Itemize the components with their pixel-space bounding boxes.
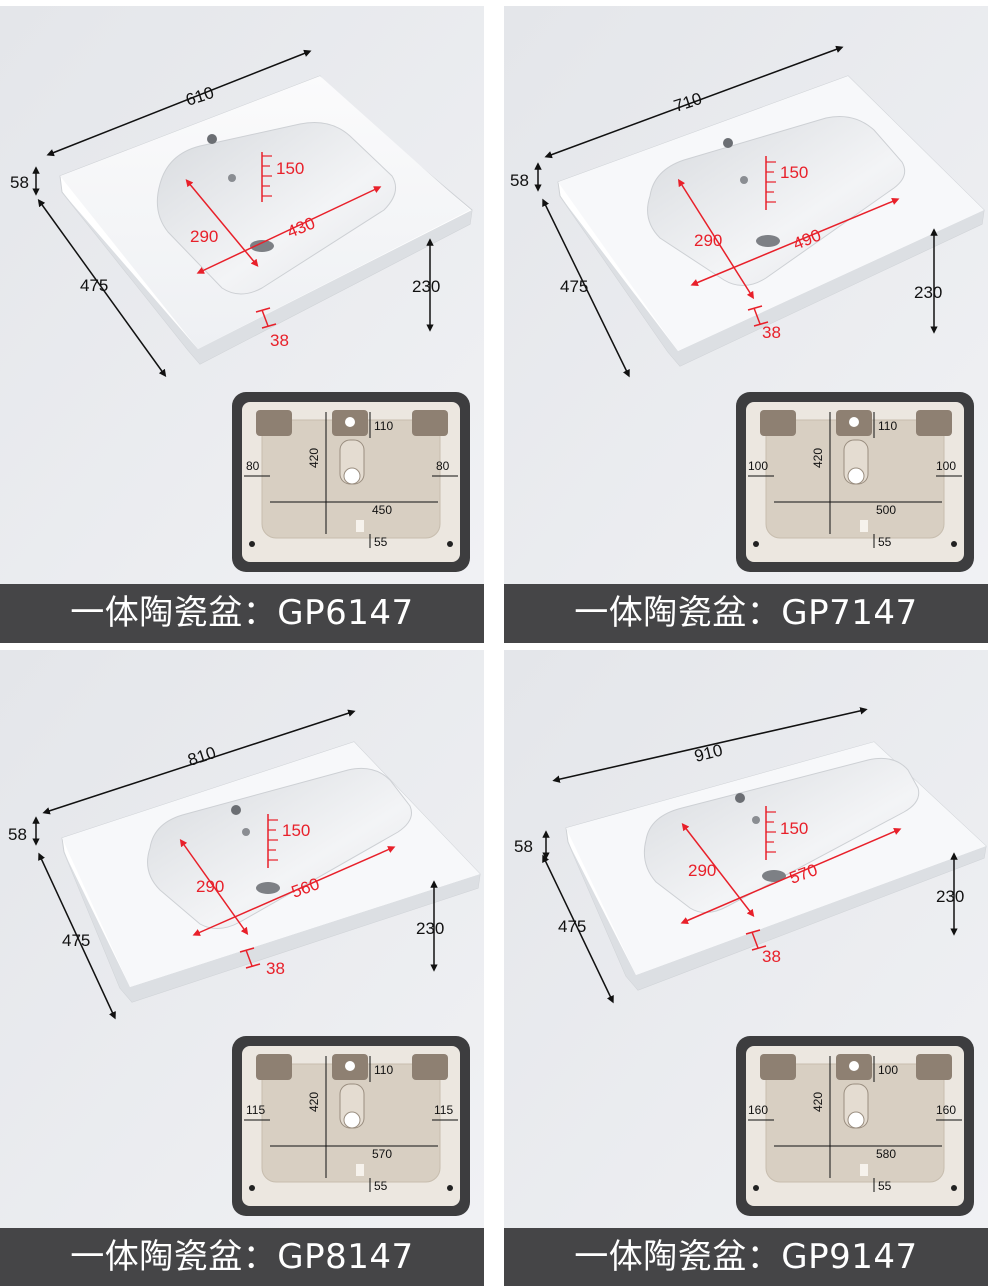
inset-left: 80 [246, 459, 260, 473]
dim-bowl-front: 290 [694, 231, 722, 250]
dim-bowl-front: 290 [196, 877, 224, 896]
dim-bowl-depth: 150 [276, 159, 304, 178]
inset-depth: 420 [307, 1092, 321, 1112]
dim-rim: 38 [266, 959, 285, 978]
basin-drawing: 610 475 58 230 150 290 430 38 [0, 6, 484, 584]
underside-view: 100 160 160 420 580 55 [736, 1036, 974, 1216]
inset-right: 160 [936, 1103, 956, 1117]
dim-bowl-depth: 150 [780, 819, 808, 838]
product-image: 610 475 58 230 150 290 430 38 [0, 6, 484, 584]
underside-view: 110 100 100 420 500 55 [736, 392, 974, 572]
inset-left: 160 [748, 1103, 768, 1117]
inset-width: 450 [372, 503, 392, 517]
dim-depth: 475 [62, 931, 90, 950]
inset-bottom: 55 [878, 1179, 892, 1193]
dim-bowl-depth: 150 [780, 163, 808, 182]
dim-rim: 38 [762, 947, 781, 966]
dim-thickness: 58 [514, 837, 533, 856]
dim-height: 230 [416, 919, 444, 938]
dim-thickness: 58 [8, 825, 27, 844]
inset-top: 110 [374, 1063, 393, 1077]
product-caption: 一体陶瓷盆：GP9147 [504, 1228, 988, 1286]
product-caption: 一体陶瓷盆：GP7147 [504, 584, 988, 643]
product-panel-gp7147: 710 475 58 230 150 290 490 38 [504, 6, 988, 643]
dim-depth: 475 [80, 276, 108, 295]
underside-view: 110 115 115 420 570 55 [232, 1036, 470, 1216]
inset-width: 500 [876, 503, 896, 517]
dim-depth: 475 [560, 277, 588, 296]
product-panel-gp9147: 910 475 58 230 150 290 570 38 [504, 650, 988, 1286]
inset-bottom: 55 [878, 535, 892, 549]
inset-bottom: 55 [374, 535, 388, 549]
inset-bottom: 55 [374, 1179, 388, 1193]
inset-depth: 420 [307, 448, 321, 468]
dim-bowl-depth: 150 [282, 821, 310, 840]
dim-depth: 475 [558, 917, 586, 936]
dim-height: 230 [412, 277, 440, 296]
dim-rim: 38 [270, 331, 289, 350]
dim-height: 230 [914, 283, 942, 302]
product-image: 810 475 58 230 150 290 560 38 [0, 650, 484, 1228]
inset-right: 100 [936, 459, 956, 473]
dim-thickness: 58 [510, 171, 529, 190]
dim-height: 230 [936, 887, 964, 906]
inset-right: 115 [434, 1103, 453, 1117]
underside-view: 110 80 80 420 450 55 [232, 392, 470, 572]
product-caption: 一体陶瓷盆：GP8147 [0, 1228, 484, 1286]
dim-bowl-front: 290 [688, 861, 716, 880]
product-panel-gp6147: 610 475 58 230 150 290 430 38 [0, 6, 484, 643]
inset-left: 100 [748, 459, 768, 473]
product-panel-gp8147: 810 475 58 230 150 290 560 38 [0, 650, 484, 1286]
inset-right: 80 [436, 459, 450, 473]
dim-bowl-front: 290 [190, 227, 218, 246]
inset-top: 110 [374, 419, 393, 433]
inset-width: 570 [372, 1147, 392, 1161]
product-image: 710 475 58 230 150 290 490 38 [504, 6, 988, 584]
product-caption: 一体陶瓷盆：GP6147 [0, 584, 484, 643]
inset-depth: 420 [811, 1092, 825, 1112]
dim-rim: 38 [762, 323, 781, 342]
inset-top: 100 [878, 1063, 898, 1077]
inset-top: 110 [878, 419, 897, 433]
inset-depth: 420 [811, 448, 825, 468]
dim-thickness: 58 [10, 173, 29, 192]
inset-left: 115 [246, 1103, 265, 1117]
product-image: 910 475 58 230 150 290 570 38 [504, 650, 988, 1228]
inset-width: 580 [876, 1147, 896, 1161]
